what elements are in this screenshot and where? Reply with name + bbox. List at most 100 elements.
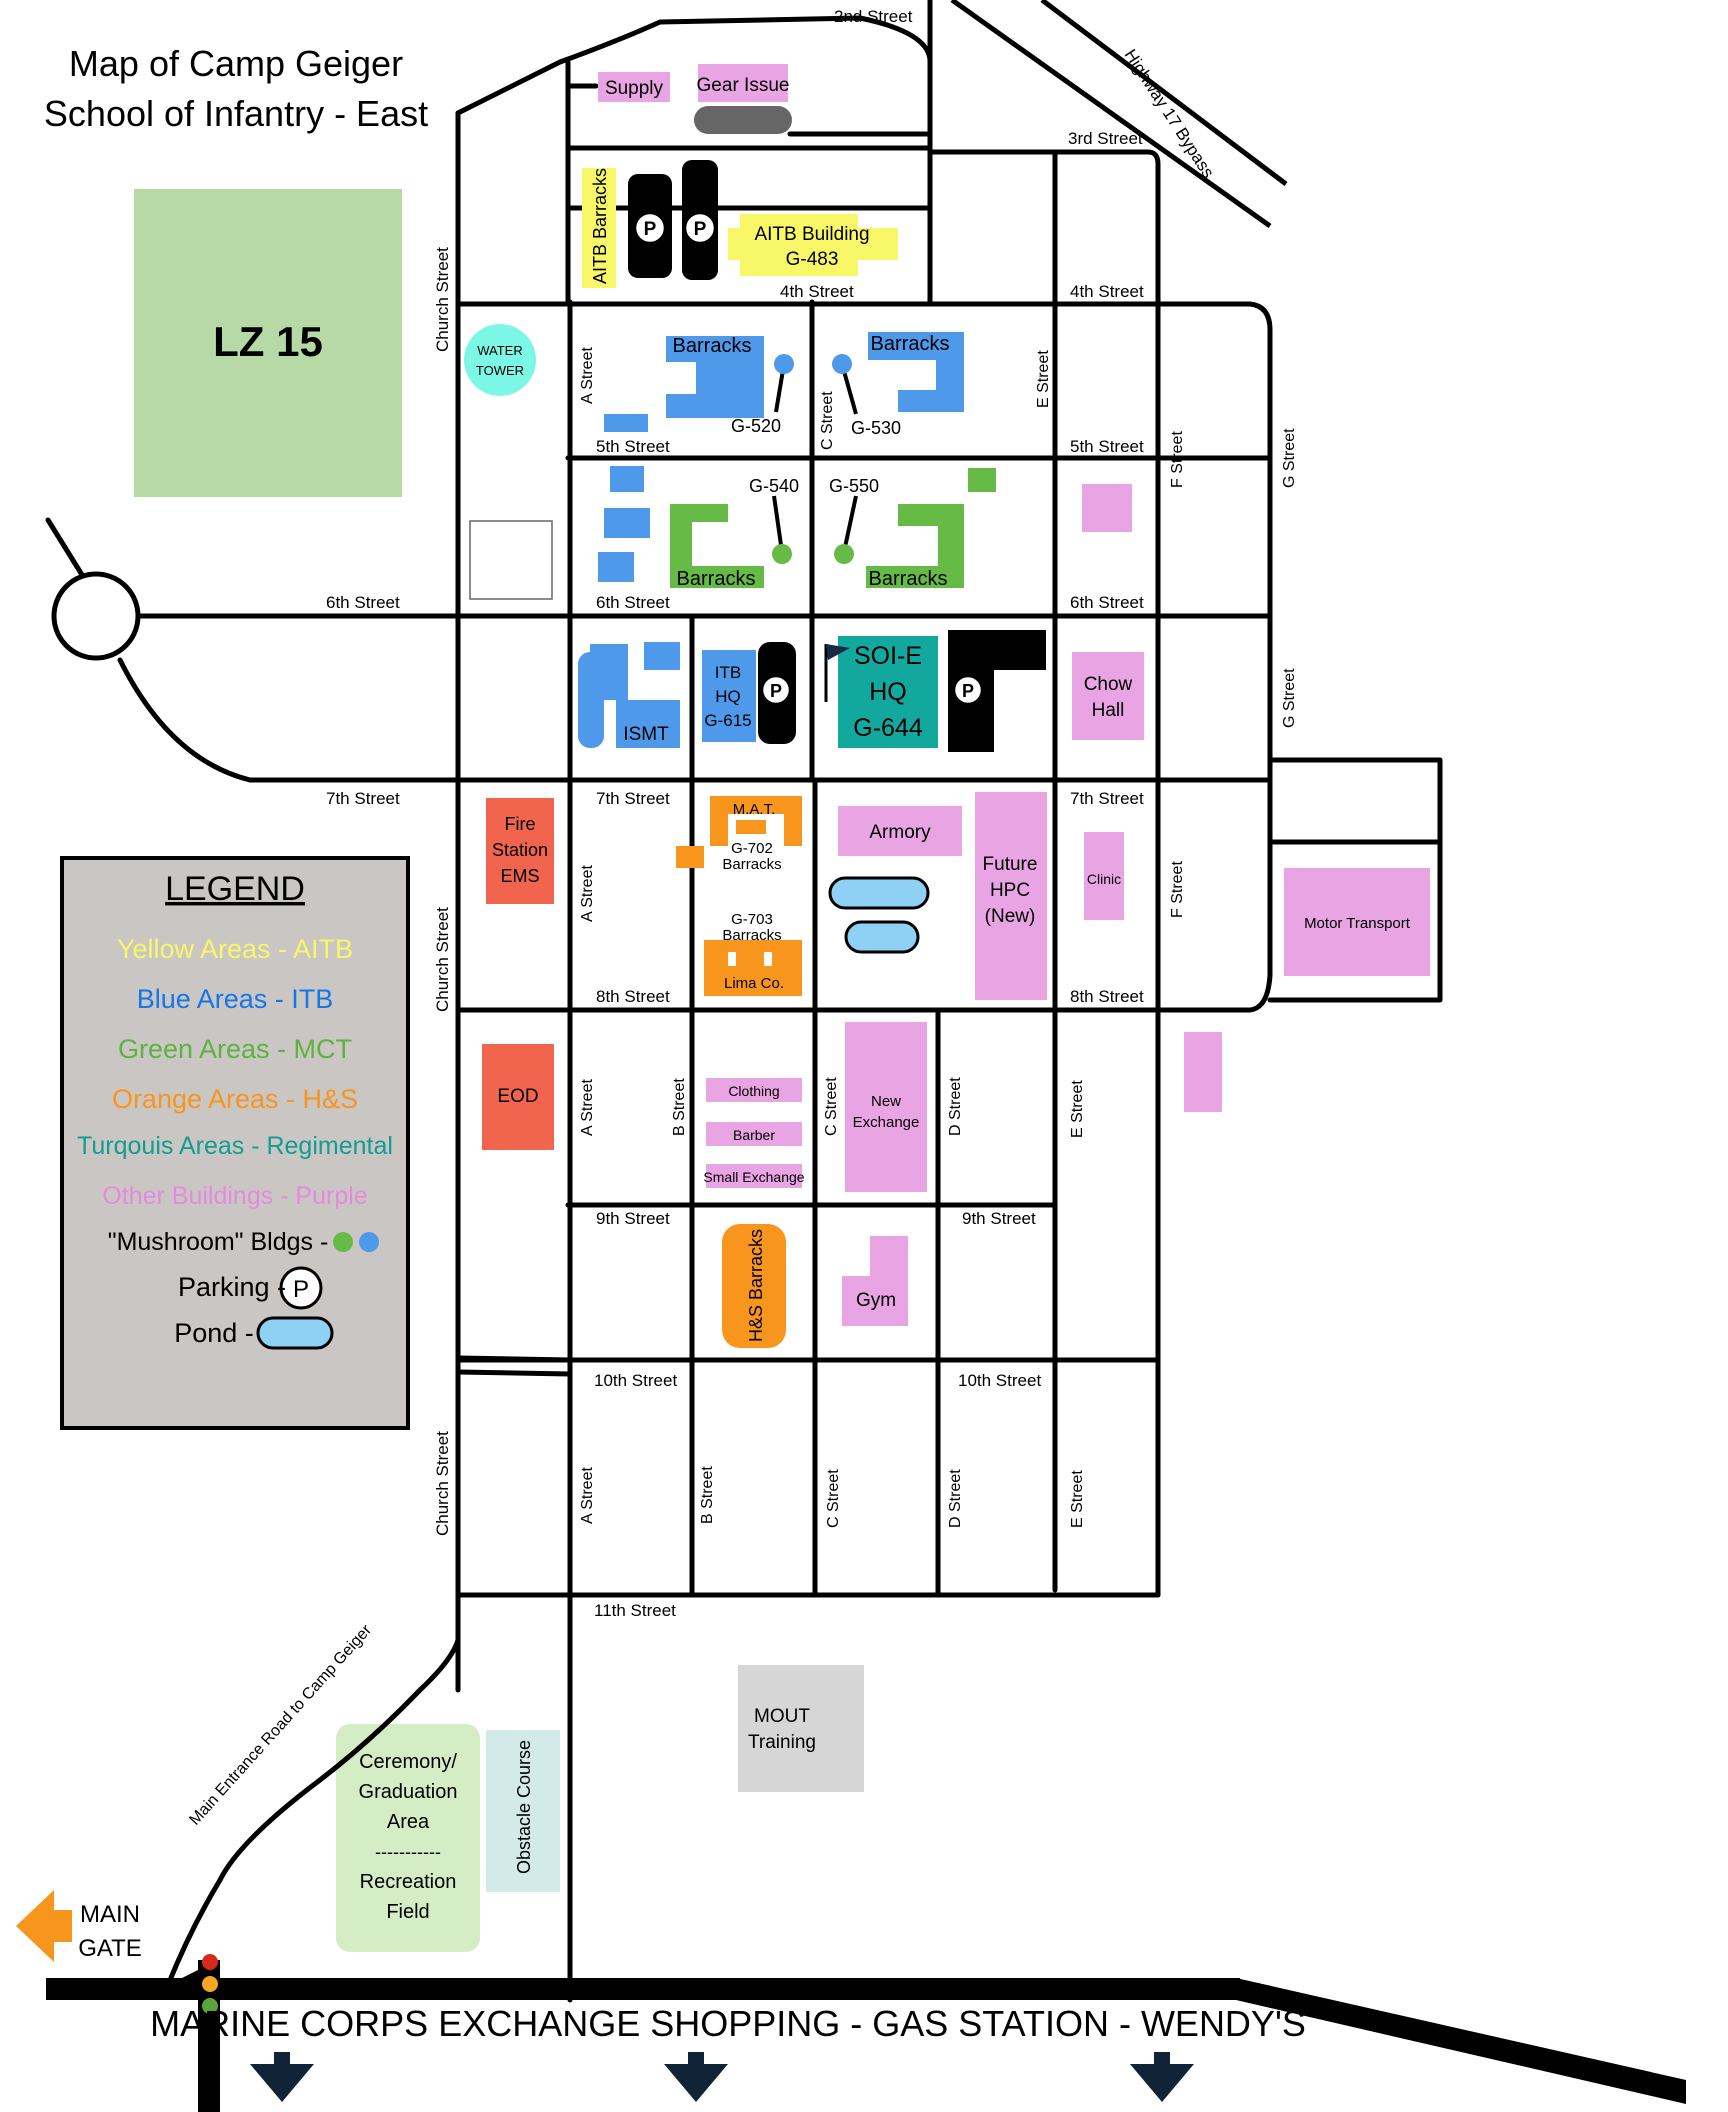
label-9th-street-a: 9th Street — [596, 1209, 670, 1228]
label-church-street-3: Church Street — [433, 1431, 452, 1536]
label-a-street-3: A Street — [579, 1079, 596, 1136]
label-f-street-1: F Street — [1169, 431, 1186, 488]
supply-label: Supply — [605, 78, 664, 99]
small-exchange-label: Small Exchange — [703, 1169, 804, 1185]
legend-pond: Pond - — [174, 1318, 254, 1348]
legend-yellow: Yellow Areas - AITB — [117, 934, 353, 964]
label-church-street-2: Church Street — [433, 907, 452, 1012]
lima-label: Lima Co. — [724, 975, 784, 992]
lz-15-area — [134, 189, 402, 497]
mushroom-g540 — [772, 544, 792, 564]
hpc-label-3: (New) — [985, 906, 1036, 927]
legend-purple: Other Buildings - Purple — [102, 1182, 367, 1210]
down-arrow-icon — [250, 2052, 314, 2102]
future-hpc — [975, 792, 1047, 1000]
legend-parking: Parking - — [178, 1272, 286, 1302]
legend-mushroom-blue-icon — [359, 1232, 379, 1252]
ismt-label: ISMT — [623, 724, 669, 745]
obstacle-course-label: Obstacle Course — [514, 1740, 534, 1874]
bottom-banner: MARINE CORPS EXCHANGE SHOPPING - GAS STA… — [150, 2003, 1306, 2044]
down-arrow-icon — [1130, 2052, 1194, 2102]
down-arrow-icon — [664, 2052, 728, 2102]
g702-label-1: G-702 — [731, 840, 773, 857]
roundabout — [51, 571, 141, 661]
legend-title: LEGEND — [165, 870, 305, 908]
mushroom-g520 — [774, 354, 794, 374]
motor-transport — [1284, 868, 1430, 976]
traffic-light-icon — [202, 1954, 218, 2014]
ceremony-area — [336, 1724, 480, 1952]
label-10th-street-b: 10th Street — [958, 1371, 1041, 1390]
label-2nd-street: 2nd Street — [834, 7, 913, 26]
hpc-label-2: HPC — [990, 880, 1030, 901]
label-11th-street: 11th Street — [594, 1601, 676, 1620]
barracks-540-label: Barracks — [677, 568, 756, 590]
small-exchange — [706, 1164, 802, 1188]
label-c-street-3: C Street — [825, 1469, 842, 1528]
chow-hall — [1072, 652, 1144, 740]
label-d-street-2: D Street — [947, 1469, 964, 1528]
label-g-street-1: G Street — [1281, 428, 1298, 488]
label-a-street-4: A Street — [579, 1467, 596, 1524]
recreation-label-2: Field — [386, 1901, 429, 1923]
label-6th-street-c: 6th Street — [1070, 593, 1144, 612]
parking-p-2: P — [694, 219, 707, 240]
main-gate-label-2: GATE — [78, 1935, 142, 1962]
soi-e-label-1: SOI-E — [854, 642, 922, 670]
fire-label-3: EMS — [500, 866, 539, 886]
road-network — [45, 0, 1443, 2003]
legend-parking-icon — [279, 1266, 323, 1310]
chow-hall-label-2: Hall — [1092, 700, 1125, 721]
blue-block-1 — [610, 466, 644, 492]
water-tower — [464, 324, 536, 396]
gear-issue-label: Gear Issue — [697, 75, 790, 96]
gym-label: Gym — [856, 1290, 896, 1311]
parking-lot-soi — [948, 630, 1046, 752]
label-e-street-2: E Street — [1069, 1080, 1086, 1138]
main-gate-label-1: MAIN — [80, 1901, 140, 1928]
legend-mushroom: "Mushroom" Bldgs - — [108, 1228, 329, 1256]
itb-hq-label-2: HQ — [715, 687, 741, 706]
barber — [706, 1122, 802, 1146]
fire-station-ems — [486, 798, 554, 904]
highway-lines — [950, 0, 1288, 229]
clothing — [706, 1078, 802, 1102]
label-e-street-1: E Street — [1035, 350, 1052, 408]
label-c-street-1: C Street — [819, 391, 836, 450]
lima-co-g703-building — [704, 940, 802, 996]
blue-small-520 — [604, 414, 648, 432]
parking-p-4: P — [962, 681, 974, 701]
mushroom-g530 — [832, 354, 852, 374]
mushroom-stem-540 — [772, 495, 784, 553]
soi-e-hq-g644 — [838, 636, 938, 748]
gear-issue-building — [698, 64, 788, 102]
legend-pond-icon — [256, 1316, 334, 1350]
label-5th-street-a: 5th Street — [596, 437, 670, 456]
label-a-street-2: A Street — [579, 865, 596, 922]
label-g-street-2: G Street — [1281, 668, 1298, 728]
label-8th-street-a: 8th Street — [596, 987, 670, 1006]
pond-2 — [844, 920, 920, 954]
new-exchange — [845, 1022, 927, 1192]
blue-block-3 — [598, 552, 634, 582]
barracks-g540 — [670, 504, 764, 588]
parking-p-1: P — [644, 219, 657, 240]
ceremony-label-3: Area — [387, 1811, 430, 1833]
armory — [838, 806, 962, 856]
label-4th-street-b: 4th Street — [1070, 282, 1144, 301]
g702-label-2: Barracks — [722, 856, 781, 873]
mat-g702-building — [676, 796, 802, 868]
legend-blue: Blue Areas - ITB — [137, 984, 334, 1014]
legend-mushroom-green-icon — [333, 1232, 353, 1252]
chow-hall-label-1: Chow — [1084, 674, 1133, 695]
fire-label-1: Fire — [505, 814, 536, 834]
map-title-line2: School of Infantry - East — [44, 93, 428, 134]
aitb-building-label-2: G-483 — [786, 249, 839, 270]
mout-label-2: Training — [748, 1732, 816, 1753]
bottom-roads — [46, 1960, 1686, 2112]
g703-label-1: G-703 — [731, 911, 773, 928]
barracks-g530 — [868, 332, 964, 412]
label-c-street-2: C Street — [823, 1077, 840, 1136]
gear-issue-bar — [694, 106, 792, 134]
